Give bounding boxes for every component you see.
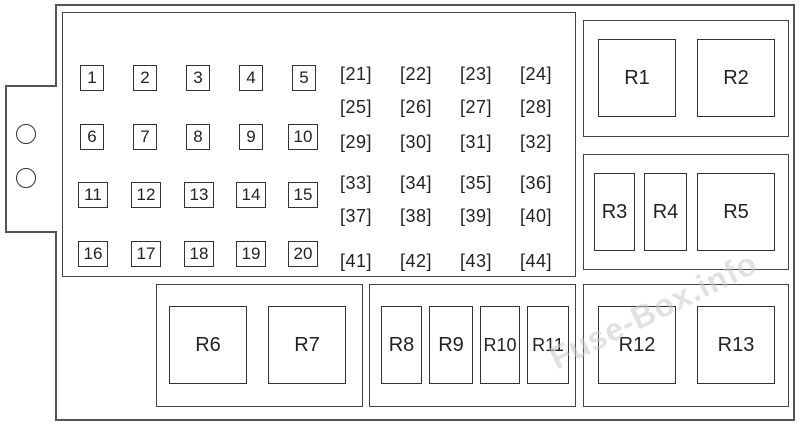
fuse-16: 16 [78, 241, 108, 267]
mini-fuse-24: [24] [520, 64, 553, 84]
mini-fuse-28: [28] [520, 97, 553, 117]
relay-r7: R7 [268, 306, 346, 384]
fuse-20: 20 [288, 241, 318, 267]
relay-r13: R13 [697, 306, 775, 384]
relay-r10: R10 [480, 306, 520, 384]
fuse-6: 6 [80, 124, 104, 150]
relay-r5: R5 [697, 173, 775, 251]
mini-fuse-34: [34] [400, 173, 433, 193]
fuse-3: 3 [186, 65, 210, 91]
mini-fuse-27: [27] [460, 97, 493, 117]
fuse-15: 15 [288, 182, 318, 208]
mini-fuse-33: [33] [340, 173, 373, 193]
relay-r2: R2 [697, 39, 775, 117]
mini-fuse-35: [35] [460, 173, 493, 193]
mini-fuse-37: [37] [340, 206, 373, 226]
mini-fuse-40: [40] [520, 206, 553, 226]
fuse-5: 5 [292, 65, 316, 91]
mini-fuse-43: [43] [460, 251, 493, 271]
fuse-19: 19 [236, 241, 266, 267]
fuse-7: 7 [133, 124, 157, 150]
mini-fuse-26: [26] [400, 97, 433, 117]
mini-fuse-31: [31] [460, 132, 493, 152]
fuse-10: 10 [288, 124, 318, 150]
mini-fuse-25: [25] [340, 97, 373, 117]
mini-fuse-38: [38] [400, 206, 433, 226]
fuse-2: 2 [133, 65, 157, 91]
relay-r12: R12 [598, 306, 676, 384]
mini-fuse-39: [39] [460, 206, 493, 226]
relay-r1: R1 [598, 39, 676, 117]
mounting-hole-icon [16, 168, 36, 188]
mini-fuse-22: [22] [400, 64, 433, 84]
fuse-8: 8 [186, 124, 210, 150]
relay-r3: R3 [594, 173, 635, 251]
fuse-4: 4 [239, 65, 263, 91]
mini-fuse-23: [23] [460, 64, 493, 84]
fuse-9: 9 [239, 124, 263, 150]
relay-r4: R4 [644, 173, 687, 251]
fuse-12: 12 [131, 182, 161, 208]
mini-fuse-29: [29] [340, 132, 373, 152]
relay-r6: R6 [169, 306, 247, 384]
mini-fuse-32: [32] [520, 132, 553, 152]
mini-fuse-42: [42] [400, 251, 433, 271]
mini-fuse-36: [36] [520, 173, 553, 193]
fuse-17: 17 [131, 241, 161, 267]
relay-r9: R9 [429, 306, 473, 384]
fuse-14: 14 [236, 182, 266, 208]
relay-r8: R8 [381, 306, 422, 384]
mounting-hole-icon [16, 124, 36, 144]
mini-fuse-30: [30] [400, 132, 433, 152]
fuse-11: 11 [78, 182, 108, 208]
mini-fuse-41: [41] [340, 251, 373, 271]
fuse-13: 13 [184, 182, 214, 208]
mini-fuse-44: [44] [520, 251, 553, 271]
mini-fuse-21: [21] [340, 64, 373, 84]
fuse-18: 18 [184, 241, 214, 267]
mounting-tab [5, 85, 57, 233]
relay-r11: R11 [527, 306, 569, 384]
fuse-1: 1 [80, 65, 104, 91]
